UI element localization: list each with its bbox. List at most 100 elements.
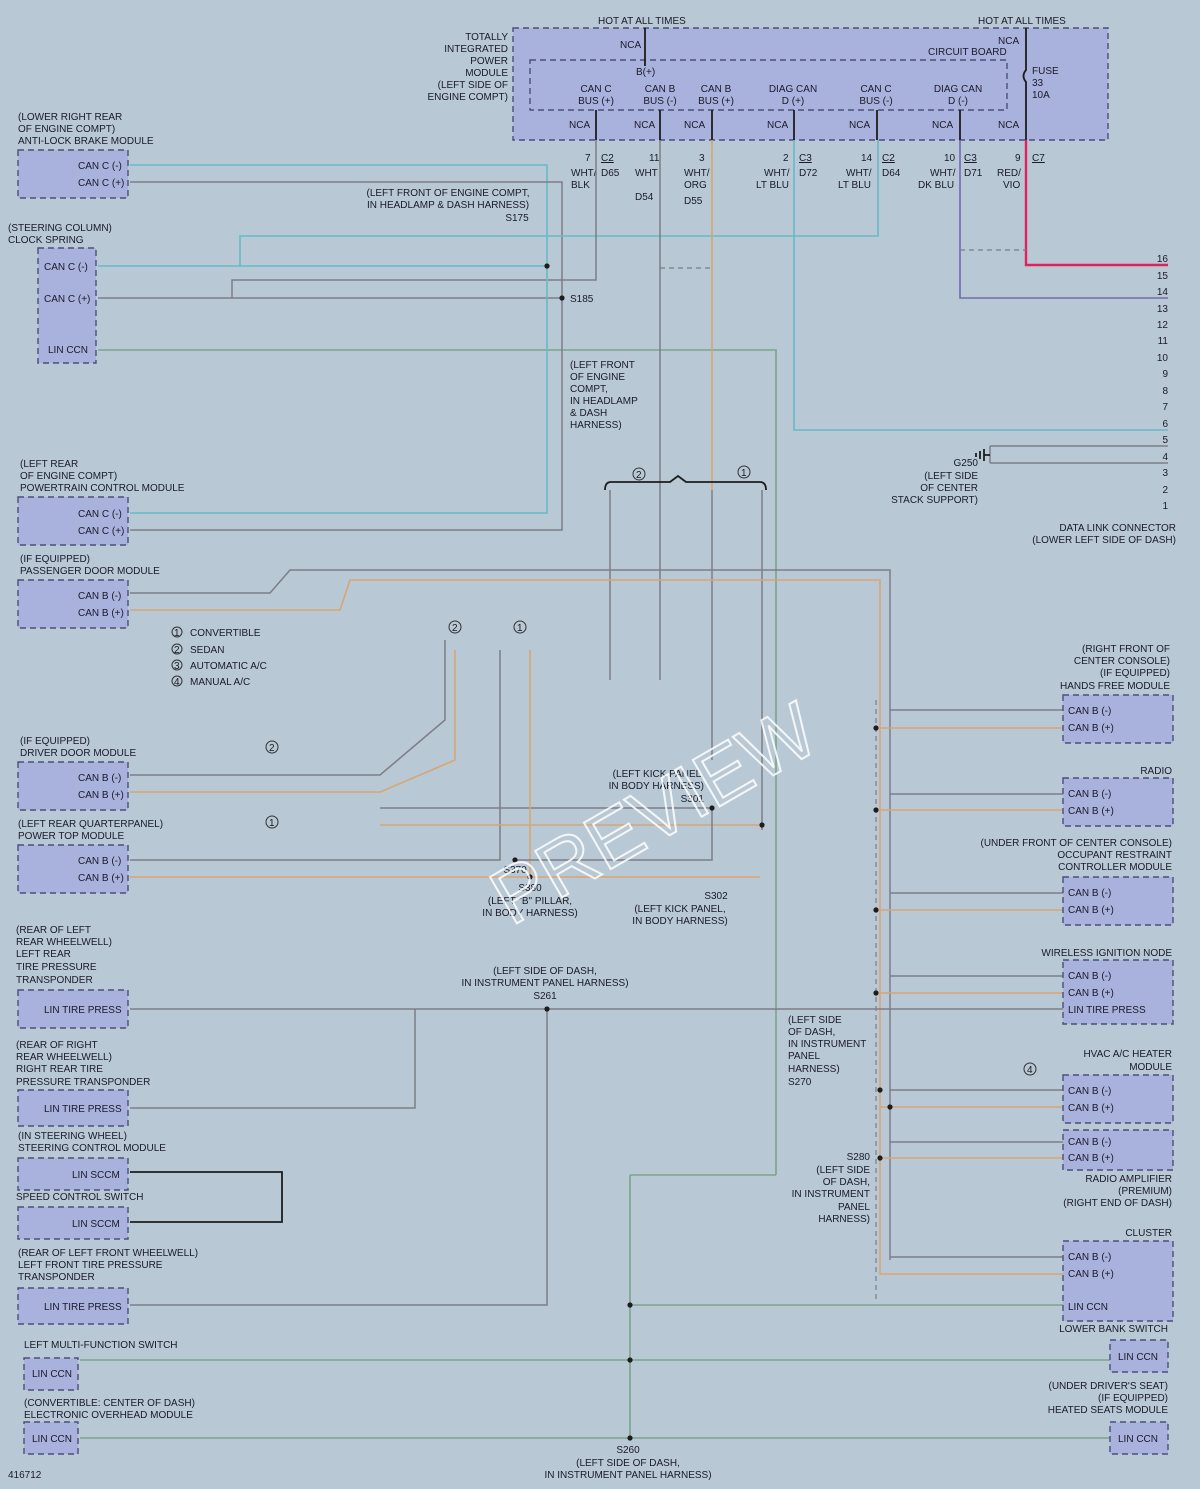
heated-seats-module: (UNDER DRIVER'S SEAT)(IF EQUIPPED)HEATED… (1048, 1381, 1169, 1445)
svg-text:TIRE PRESSURE: TIRE PRESSURE (16, 962, 97, 973)
svg-text:IN INSTRUMENT PANEL HARNESS): IN INSTRUMENT PANEL HARNESS) (461, 978, 628, 989)
svg-text:(IF EQUIPPED): (IF EQUIPPED) (20, 736, 90, 747)
svg-text:& DASH: & DASH (570, 408, 607, 419)
ddm-box (17, 761, 129, 811)
svg-text:(REAR OF LEFT: (REAR OF LEFT (16, 925, 91, 936)
svg-text:1: 1 (517, 623, 523, 634)
svg-text:C3: C3 (799, 153, 812, 164)
svg-text:3: 3 (699, 153, 705, 164)
tipm-internal-traces (595, 110, 961, 140)
svg-text:DK BLU: DK BLU (918, 180, 954, 191)
tire-lf-box (17, 1287, 129, 1325)
svg-text:NCA: NCA (684, 120, 705, 131)
svg-text:OCCUPANT RESTRAINT: OCCUPANT RESTRAINT (1057, 850, 1172, 861)
svg-text:(LEFT SIDE: (LEFT SIDE (816, 1165, 870, 1176)
tipm-circuit-board (529, 59, 1008, 111)
svg-text:IN HEADLAMP & DASH HARNESS): IN HEADLAMP & DASH HARNESS) (367, 200, 529, 211)
svg-text:14: 14 (861, 153, 873, 164)
svg-text:IN BODY HARNESS): IN BODY HARNESS) (632, 916, 727, 927)
svg-text:MODULE: MODULE (1129, 1062, 1172, 1073)
wire-ddm-can-b-pos (130, 650, 456, 793)
svg-text:C7: C7 (1032, 153, 1045, 164)
svg-text:HANDS FREE MODULE: HANDS FREE MODULE (1060, 681, 1170, 692)
svg-text:LT BLU: LT BLU (838, 180, 871, 191)
svg-text:1: 1 (174, 628, 180, 639)
svg-text:PASSENGER DOOR MODULE: PASSENGER DOOR MODULE (20, 566, 160, 577)
svg-text:G250: G250 (954, 458, 979, 469)
cluster-module: CLUSTER CAN B (-)CAN B (+)LIN CCN (1068, 1228, 1172, 1313)
bplus-label: B(+) (636, 67, 655, 78)
splice-s301: (LEFT KICK PANEL,IN BODY HARNESS)S301 (609, 769, 705, 805)
svg-text:CAN B (-): CAN B (-) (1068, 971, 1111, 982)
svg-text:2: 2 (269, 743, 275, 754)
svg-text:TRANSPONDER: TRANSPONDER (18, 1272, 95, 1283)
svg-text:PRESSURE TRANSPONDER: PRESSURE TRANSPONDER (16, 1077, 150, 1088)
svg-text:DIAG CAN: DIAG CAN (769, 84, 817, 95)
svg-text:(IN STEERING WHEEL): (IN STEERING WHEEL) (18, 1131, 127, 1142)
svg-text:(LEFT SIDE OF DASH,: (LEFT SIDE OF DASH, (493, 966, 597, 977)
hsm-box (1109, 1421, 1169, 1455)
wire-s370-wht (515, 808, 713, 861)
svg-text:BUS (+): BUS (+) (698, 96, 734, 107)
svg-text:OF ENGINE COMPT): OF ENGINE COMPT) (18, 124, 115, 135)
scm-box (17, 1157, 129, 1191)
ptm-box (17, 844, 129, 894)
svg-text:CAN B (-): CAN B (-) (1068, 1086, 1111, 1097)
svg-text:WHT/: WHT/ (846, 168, 872, 179)
svg-text:ELECTRONIC OVERHEAD MODULE: ELECTRONIC OVERHEAD MODULE (24, 1410, 193, 1421)
wire-pcm-can-c-pos (130, 300, 563, 531)
svg-text:AUTOMATIC A/C: AUTOMATIC A/C (190, 661, 267, 672)
svg-text:S370: S370 (503, 865, 527, 876)
svg-text:BUS (-): BUS (-) (859, 96, 892, 107)
svg-text:DRIVER DOOR MODULE: DRIVER DOOR MODULE (20, 748, 136, 759)
svg-text:PANEL: PANEL (788, 1051, 820, 1062)
wireless-ignition-node: WIRELESS IGNITION NODE CAN B (-)CAN B (+… (1041, 948, 1172, 1016)
svg-text:S261: S261 (533, 991, 557, 1002)
svg-text:BUS (-): BUS (-) (643, 96, 676, 107)
wire-bracket-drops (609, 490, 763, 830)
svg-text:LIN CCN: LIN CCN (48, 345, 88, 356)
mfs-box (23, 1357, 79, 1391)
svg-text:D (+): D (+) (782, 96, 805, 107)
svg-text:(LOWER LEFT SIDE OF DASH): (LOWER LEFT SIDE OF DASH) (1032, 535, 1176, 546)
svg-text:(LEFT KICK PANEL,: (LEFT KICK PANEL, (634, 904, 725, 915)
svg-text:D (-): D (-) (948, 96, 968, 107)
svg-text:(LEFT REAR QUARTERPANEL): (LEFT REAR QUARTERPANEL) (18, 819, 163, 830)
svg-text:MODULE: MODULE (465, 68, 508, 79)
svg-text:CLOCK SPRING: CLOCK SPRING (8, 235, 84, 246)
svg-text:CAN B (+): CAN B (+) (1068, 905, 1114, 916)
svg-text:15: 15 (1157, 271, 1169, 282)
svg-text:WIRELESS IGNITION NODE: WIRELESS IGNITION NODE (1041, 948, 1172, 959)
svg-text:CAN C (-): CAN C (-) (78, 509, 122, 520)
svg-text:CAN B (-): CAN B (-) (1068, 1252, 1111, 1263)
scs-box (17, 1206, 129, 1240)
splice-dots (512, 263, 893, 1441)
lower-bank-switch: LOWER BANK SWITCH LIN CCN (1059, 1324, 1168, 1363)
tipm-nca-labels: NCA NCA NCA NCA NCA NCA NCA (569, 120, 1019, 131)
svg-text:2: 2 (1162, 485, 1168, 496)
wire-pcm-can-c-neg (130, 268, 548, 514)
svg-text:LEFT REAR: LEFT REAR (16, 949, 71, 960)
wire-abs-can-c-neg (130, 164, 548, 268)
svg-text:16: 16 (1157, 254, 1169, 265)
svg-text:CAN B (+): CAN B (+) (1068, 806, 1114, 817)
svg-text:4: 4 (1027, 1065, 1033, 1076)
svg-text:10: 10 (1157, 353, 1169, 364)
svg-text:(LEFT FRONT: (LEFT FRONT (570, 360, 635, 371)
svg-text:1: 1 (1162, 501, 1168, 512)
wire-abs-can-c-pos (130, 181, 563, 300)
wire-diag-can-neg (959, 140, 1168, 299)
option-marker-convertible-top: 1 (737, 465, 751, 479)
svg-text:RADIO: RADIO (1140, 766, 1172, 777)
circuit-board-label: CIRCUIT BOARD (928, 47, 1007, 58)
wire-ddm-can-b-neg (130, 640, 446, 776)
svg-text:(CONVERTIBLE: CENTER OF DASH): (CONVERTIBLE: CENTER OF DASH) (24, 1398, 195, 1409)
wire-z912-ground (989, 445, 1168, 464)
bracket-top (604, 474, 767, 491)
svg-text:CENTER CONSOLE): CENTER CONSOLE) (1074, 656, 1170, 667)
